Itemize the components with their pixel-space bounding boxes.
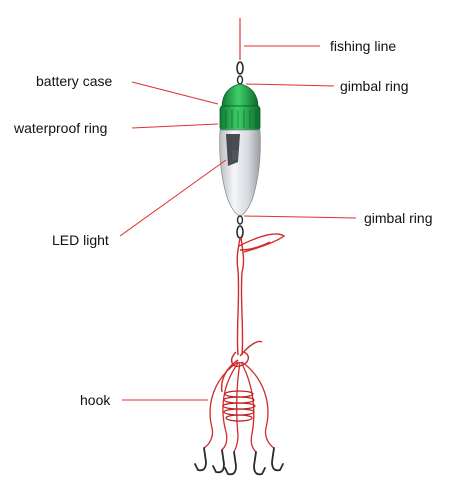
battery-case — [221, 83, 259, 107]
label-waterproof-ring: waterproof ring — [14, 120, 108, 136]
leader-battery-case — [131, 81, 219, 105]
top-gimbal-ring — [236, 61, 244, 85]
label-gimbal-ring-bottom: gimbal ring — [364, 210, 433, 226]
leader-lines — [119, 45, 357, 401]
leader-waterproof-ring — [131, 123, 219, 129]
hook-cage — [203, 361, 275, 453]
label-hook: hook — [80, 392, 111, 408]
label-battery-case: battery case — [36, 73, 113, 89]
leader-gimbal-ring-bottom — [243, 215, 357, 219]
bottom-gimbal-ring — [236, 215, 244, 239]
waterproof-ring-ridges — [225, 110, 257, 128]
leader-gimbal-ring-top — [245, 83, 335, 87]
coil-spring — [222, 390, 256, 422]
led-light-body — [219, 129, 261, 217]
label-gimbal-ring-top: gimbal ring — [340, 78, 409, 94]
hooks — [194, 447, 284, 476]
leader-led-light — [119, 159, 227, 237]
label-fishing-line: fishing line — [330, 38, 397, 54]
rig-lines — [220, 233, 286, 393]
label-led-light: LED light — [52, 232, 109, 248]
